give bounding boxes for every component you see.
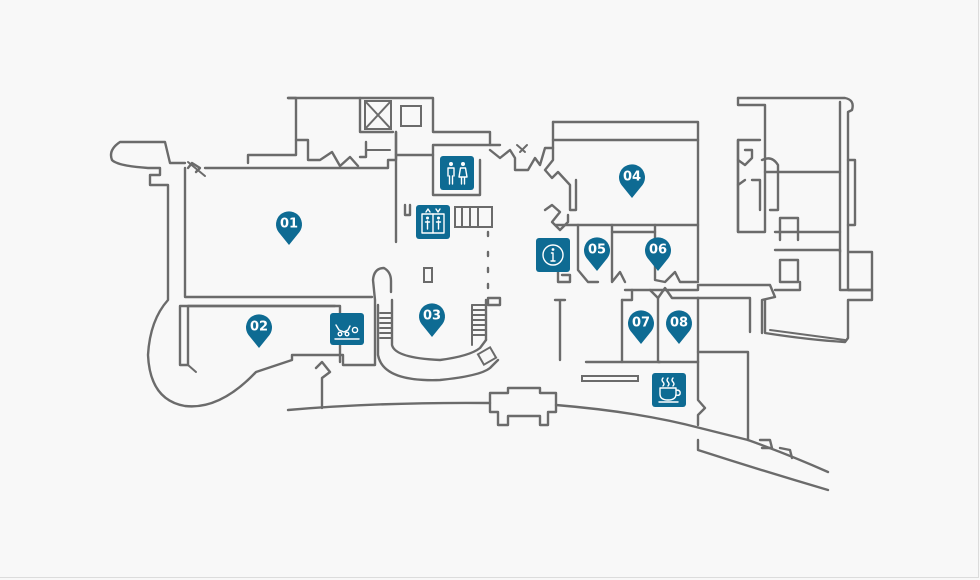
elevator-icon[interactable] xyxy=(416,205,450,239)
room-marker-pin-shape xyxy=(246,314,272,348)
room-marker-label: 07 xyxy=(632,316,650,331)
room-marker-pin-shape xyxy=(645,237,671,271)
room-marker-label: 03 xyxy=(423,309,441,324)
room-marker-08[interactable]: 08 xyxy=(666,310,692,344)
floor-plan-walls xyxy=(109,96,874,492)
room-marker-07[interactable]: 07 xyxy=(628,310,654,344)
room-marker-label: 06 xyxy=(649,243,667,258)
room-marker-01[interactable]: 01 xyxy=(276,211,302,245)
room-marker-label: 08 xyxy=(670,316,688,331)
room-markers: 01 02 03 04 05 06 07 08 xyxy=(246,164,692,348)
room-marker-label: 02 xyxy=(250,320,268,335)
facility-icons xyxy=(330,156,686,407)
coffee-icon[interactable] xyxy=(652,373,686,407)
room-marker-04[interactable]: 04 xyxy=(619,164,645,198)
room-marker-03[interactable]: 03 xyxy=(419,303,445,337)
room-marker-pin-shape xyxy=(666,310,692,344)
shuttle-bus-icon[interactable] xyxy=(330,313,364,345)
information-icon[interactable] xyxy=(536,238,570,272)
room-marker-pin-shape xyxy=(619,164,645,198)
coffee-icon-bg xyxy=(652,373,686,407)
shuttle-bus-icon-bg xyxy=(330,313,364,345)
restroom-icon[interactable] xyxy=(440,156,474,190)
room-marker-label: 04 xyxy=(623,170,641,185)
room-marker-label: 05 xyxy=(588,243,606,258)
room-marker-pin-shape xyxy=(419,303,445,337)
room-marker-label: 01 xyxy=(280,217,298,232)
room-marker-pin-shape xyxy=(276,211,302,245)
room-marker-06[interactable]: 06 xyxy=(645,237,671,271)
room-marker-05[interactable]: 05 xyxy=(584,237,610,271)
room-marker-02[interactable]: 02 xyxy=(246,314,272,348)
room-marker-pin-shape xyxy=(584,237,610,271)
restroom-icon-bg xyxy=(440,156,474,190)
room-marker-pin-shape xyxy=(628,310,654,344)
